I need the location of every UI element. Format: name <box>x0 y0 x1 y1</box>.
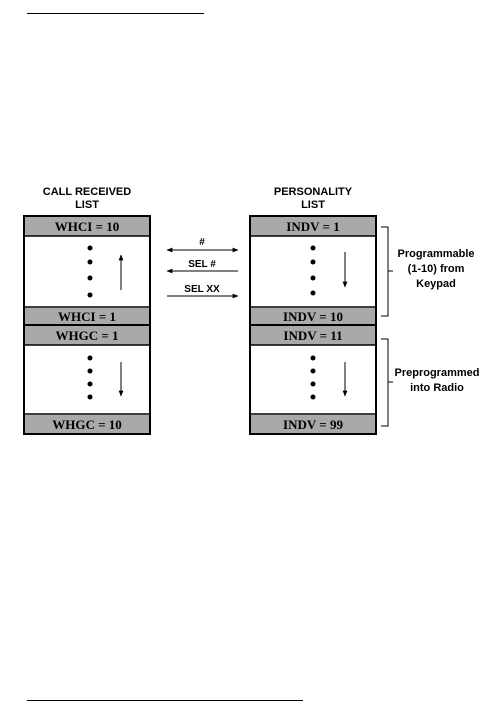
left-cell-top-last-label: WHCI = 1 <box>58 309 116 324</box>
call-received-list: WHCI = 10 WHCI = 1 WHGC = 1 WHGC = 10 <box>24 216 150 434</box>
preprogrammed-note-line2: into Radio <box>410 382 464 394</box>
left-cell-bottom-last-label: WHGC = 10 <box>52 417 122 432</box>
programmable-note-line1: Programmable <box>397 248 474 260</box>
programmable-bracket <box>381 227 388 316</box>
left-cell-bottom-first-label: WHGC = 1 <box>55 328 118 343</box>
middle-arrows: # SEL # SEL XX <box>167 237 238 296</box>
sel-hash-arrow-label: SEL # <box>188 259 216 270</box>
right-header-line1: PERSONALITY <box>274 186 353 198</box>
sel-xx-arrow-label: SEL XX <box>184 284 220 295</box>
programmable-note-line3: Keypad <box>416 278 456 290</box>
preprogrammed-note: Preprogrammed into Radio <box>395 367 480 394</box>
left-header-line2: LIST <box>75 199 99 211</box>
left-cell-top-first-label: WHCI = 10 <box>55 219 119 234</box>
right-cell-top-last-label: INDV = 10 <box>283 309 343 324</box>
hash-arrow-label: # <box>199 237 205 248</box>
left-header-line1: CALL RECEIVED <box>43 186 131 198</box>
right-header-line2: LIST <box>301 199 325 211</box>
preprogrammed-bracket <box>381 339 388 426</box>
bottom-rule <box>27 700 303 701</box>
preprogrammed-note-line1: Preprogrammed <box>395 367 480 379</box>
right-cell-bottom-first-label: INDV = 11 <box>283 328 342 343</box>
right-cell-bottom-last-label: INDV = 99 <box>283 417 343 432</box>
right-cell-top-first-label: INDV = 1 <box>286 219 339 234</box>
personality-list: INDV = 1 INDV = 10 INDV = 11 INDV = 99 <box>250 216 376 434</box>
programmable-note-line2: (1-10) from <box>408 263 465 275</box>
programmable-note: Programmable (1-10) from Keypad <box>397 248 474 290</box>
